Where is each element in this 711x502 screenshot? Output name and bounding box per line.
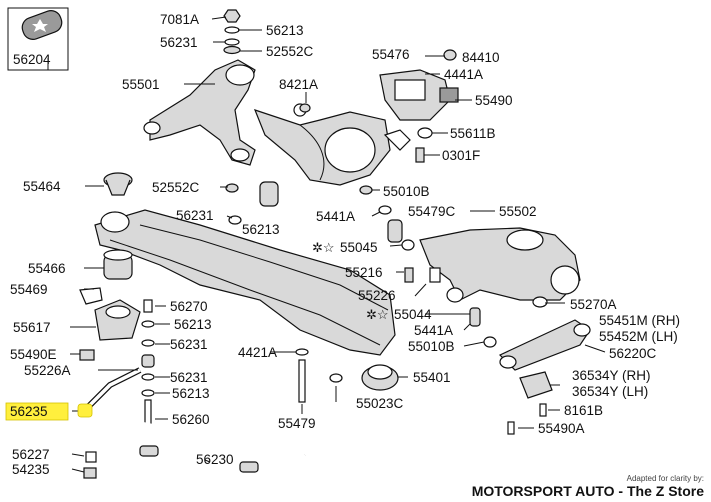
left-mounts-drawing	[79, 172, 141, 361]
label-56231-a[interactable]: 56231	[160, 35, 198, 50]
stabilizer-hardware-drawing	[83, 299, 343, 479]
label-56213-a[interactable]: 56213	[266, 23, 304, 38]
label-56213-b[interactable]: 56213	[242, 222, 280, 237]
center-hardware-drawing	[225, 103, 548, 348]
label-56260[interactable]: 56260	[172, 412, 210, 427]
arm-55502-drawing	[419, 227, 581, 303]
label-54235[interactable]: 54235	[12, 462, 50, 477]
label-55023c[interactable]: 55023C	[356, 396, 404, 411]
label-8421a[interactable]: 8421A	[279, 77, 318, 92]
mount-55476-drawing	[379, 49, 459, 163]
label-55466[interactable]: 55466	[28, 261, 66, 276]
label-55045[interactable]: 55045	[340, 240, 378, 255]
differential-drawing	[253, 103, 411, 186]
label-55490e[interactable]: 55490E	[10, 347, 57, 362]
label-55476[interactable]: 55476	[372, 47, 410, 62]
part-56204-drawing	[7, 7, 69, 71]
label-55044-marker: ✲☆	[366, 307, 389, 322]
label-55270a[interactable]: 55270A	[570, 297, 617, 312]
label-5441a-a[interactable]: 5441A	[316, 209, 355, 224]
label-55010b-b[interactable]: 55010B	[408, 339, 455, 354]
highlight-56235-part	[77, 403, 93, 418]
label-36534y-rh[interactable]: 36534Y (RH)	[572, 368, 651, 383]
label-56230[interactable]: 56230	[196, 452, 234, 467]
label-56213-d[interactable]: 56213	[172, 386, 210, 401]
label-55045-marker: ✲☆	[312, 240, 335, 255]
label-56235[interactable]: 56235	[10, 404, 48, 419]
label-5441a-b[interactable]: 5441A	[414, 323, 453, 338]
label-36534y-lh[interactable]: 36534Y (LH)	[572, 384, 648, 399]
part-labels: 7081A 56213 56231 52552C 56204 55476 844…	[10, 12, 680, 477]
label-55044[interactable]: 55044	[394, 307, 432, 322]
highlight-56235	[5, 402, 69, 421]
label-52552c-a[interactable]: 52552C	[266, 44, 314, 59]
label-55451m[interactable]: 55451M (RH)	[599, 313, 680, 328]
label-56231-c[interactable]: 56231	[170, 337, 208, 352]
label-55479[interactable]: 55479	[278, 416, 316, 431]
label-8161b[interactable]: 8161B	[564, 403, 603, 418]
credit-brand: MOTORSPORT AUTO - The Z Store	[472, 483, 705, 499]
label-55401[interactable]: 55401	[413, 370, 451, 385]
label-56231-d[interactable]: 56231	[170, 370, 208, 385]
label-55226[interactable]: 55226	[358, 288, 396, 303]
label-55617[interactable]: 55617	[13, 320, 51, 335]
label-55226a[interactable]: 55226A	[24, 363, 71, 378]
label-56270[interactable]: 56270	[170, 299, 208, 314]
label-56227[interactable]: 56227	[12, 447, 50, 462]
label-84410[interactable]: 84410	[462, 50, 500, 65]
label-56220c[interactable]: 56220C	[609, 346, 657, 361]
label-55479c[interactable]: 55479C	[408, 204, 456, 219]
label-7081a[interactable]: 7081A	[160, 12, 199, 27]
label-52552c-b[interactable]: 52552C	[152, 180, 200, 195]
crossmember-drawing	[94, 209, 399, 391]
label-55502[interactable]: 55502	[499, 204, 537, 219]
stabilizer-bar-drawing	[81, 367, 307, 473]
label-55490[interactable]: 55490	[475, 93, 513, 108]
label-56213-c[interactable]: 56213	[174, 317, 212, 332]
lower-link-drawing	[498, 319, 591, 435]
label-55010b-a[interactable]: 55010B	[383, 184, 430, 199]
label-56204[interactable]: 56204	[13, 52, 51, 67]
label-55490a[interactable]: 55490A	[538, 421, 585, 436]
label-55464[interactable]: 55464	[23, 179, 61, 194]
leader-lines	[47, 16, 606, 473]
top-bolt-stack-drawing	[223, 9, 241, 55]
label-55611b[interactable]: 55611B	[450, 126, 496, 141]
label-56231-b[interactable]: 56231	[176, 208, 214, 223]
label-55501[interactable]: 55501	[122, 77, 160, 92]
label-4421a[interactable]: 4421A	[238, 345, 277, 360]
label-55469[interactable]: 55469	[10, 282, 48, 297]
label-0301f[interactable]: 0301F	[442, 148, 480, 163]
diff-member-55501-drawing	[143, 59, 256, 166]
label-55216[interactable]: 55216	[345, 265, 383, 280]
credit-note: Adapted for clarity by:	[627, 474, 704, 483]
label-55452m[interactable]: 55452M (LH)	[599, 329, 678, 344]
label-4441a-a[interactable]: 4441A	[444, 67, 483, 82]
